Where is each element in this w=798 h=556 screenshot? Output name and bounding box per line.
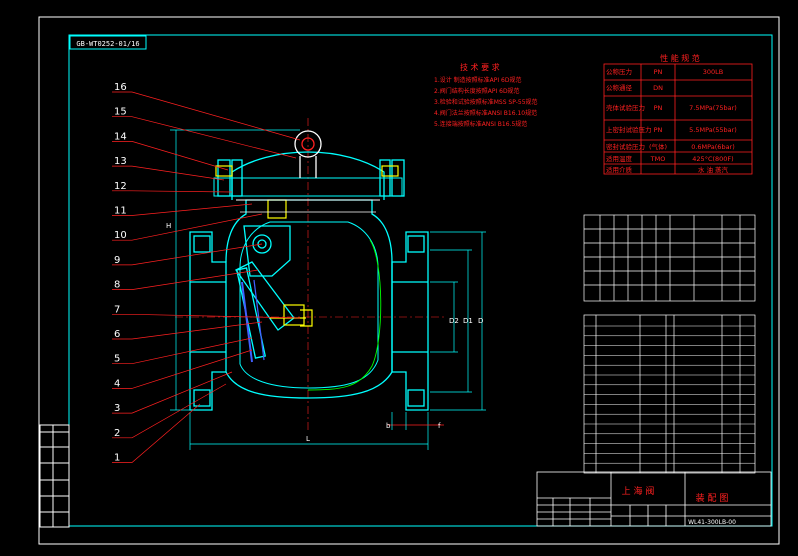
perf-sym-6: TMO — [650, 155, 666, 163]
leader-line-12 — [112, 190, 233, 193]
perf-val-7: 水 油 蒸汽 — [698, 165, 729, 174]
leader-line-13 — [112, 165, 225, 181]
leader-line-5 — [112, 337, 253, 365]
perf-name-6: 适用温度 — [606, 154, 633, 163]
part-number-5: 5 — [114, 354, 120, 365]
dim-b: b — [386, 422, 391, 430]
part-number-2: 2 — [114, 428, 120, 439]
perf-name-7: 适用介质 — [606, 165, 633, 174]
part-number-12: 12 — [114, 181, 127, 192]
perf-val-6: 425°C(800F) — [692, 155, 733, 163]
part-number-15: 15 — [114, 107, 127, 118]
tech-line-2: 2.阀门结构长度按照API 6D规范 — [434, 87, 520, 95]
perf-sym-3: PN — [654, 104, 663, 112]
part-number-3: 3 — [114, 403, 120, 414]
tech-line-5: 5.连接端按照标准ANSI B16.5规范 — [434, 120, 527, 128]
drawing-number: WL41-300LB-00 — [688, 519, 736, 526]
perf-sym-4: PN — [654, 126, 663, 134]
leader-line-8 — [112, 269, 259, 290]
perf-sym-5: (气体) — [649, 142, 667, 151]
valve-assembly: L H D D1 D2 f b 16 15 14 13 12 11 10 9 8 7 6 5 4 3 2 1 — [112, 82, 486, 464]
leader-line-10 — [112, 213, 263, 241]
dim-D1: D1 — [463, 317, 473, 325]
perf-name-4: 上密封试验压力 — [606, 125, 652, 134]
part-number-6: 6 — [114, 329, 120, 340]
parts-list-table — [583, 314, 756, 474]
dim-H: H — [166, 222, 171, 230]
perf-name-5: 密封试验压力 — [606, 142, 645, 151]
border-code: GB-WT0252-01/16 — [76, 40, 139, 48]
title-block: 上 海 阀 装 配 图 WL41-300LB-00 — [536, 471, 772, 527]
left-strip-table — [39, 424, 70, 528]
perf-name-3: 壳体试验压力 — [606, 103, 645, 112]
tech-line-4: 4.阀门法兰按照标准ANSI B16.10规范 — [434, 109, 537, 117]
part-number-4: 4 — [114, 378, 120, 389]
part-number-14: 14 — [114, 131, 127, 142]
part-number-11: 11 — [114, 206, 127, 217]
leader-line-1 — [112, 403, 201, 463]
part-number-16: 16 — [114, 82, 127, 93]
part-number-8: 8 — [114, 280, 120, 291]
tech-line-1: 1.设计 制造按照标准API 6D规范 — [434, 76, 521, 84]
leader-line-16 — [112, 91, 301, 141]
drawing-name: 装 配 图 — [696, 492, 729, 504]
tech-line-3: 3.检验和试验按照标准MSS SP-55规范 — [434, 98, 538, 106]
perf-sym-1: PN — [654, 68, 663, 76]
leader-line-2 — [112, 383, 227, 439]
perf-name-1: 公称压力 — [606, 67, 632, 76]
drawing-frame — [38, 16, 780, 545]
border-code-box: GB-WT0252-01/16 — [69, 35, 147, 50]
performance-table: 性 能 规 范 公称压力 PN 300LB 公称通径 DN 壳体试验压力 PN … — [603, 53, 753, 175]
perf-name-2: 公称通径 — [606, 83, 633, 92]
technical-requirements: 技 术 要 求 1.设计 制造按照标准API 6D规范 2.阀门结构长度按照AP… — [434, 62, 538, 128]
perf-val-4: 5.5MPa(55bar) — [689, 126, 737, 134]
perf-val-3: 7.5MPa(75bar) — [689, 104, 737, 112]
leader-line-15 — [112, 116, 297, 159]
dim-D: D — [478, 317, 483, 325]
part-number-9: 9 — [114, 255, 120, 266]
dimension-table — [583, 214, 756, 302]
part-number-7: 7 — [114, 304, 120, 315]
dim-D2: D2 — [449, 317, 459, 325]
perf-sym-2: DN — [653, 84, 663, 92]
perf-val-1: 300LB — [703, 68, 724, 76]
leader-line-4 — [112, 349, 253, 389]
company-name: 上 海 阀 — [622, 485, 655, 497]
leader-line-11 — [112, 203, 253, 216]
perf-title: 性 能 规 范 — [660, 53, 700, 63]
part-number-13: 13 — [114, 156, 127, 167]
tech-title: 技 术 要 求 — [460, 62, 500, 72]
part-number-1: 1 — [114, 453, 120, 464]
dim-L: L — [306, 435, 310, 443]
perf-val-5: 0.6MPa(6bar) — [691, 143, 735, 151]
part-number-10: 10 — [114, 230, 127, 241]
leader-line-3 — [112, 371, 233, 414]
dim-f: f — [438, 422, 441, 430]
leader-line-14 — [112, 141, 229, 171]
leader-line-9 — [112, 243, 263, 266]
leader-line-7 — [112, 313, 301, 319]
leader-line-6 — [112, 321, 263, 340]
